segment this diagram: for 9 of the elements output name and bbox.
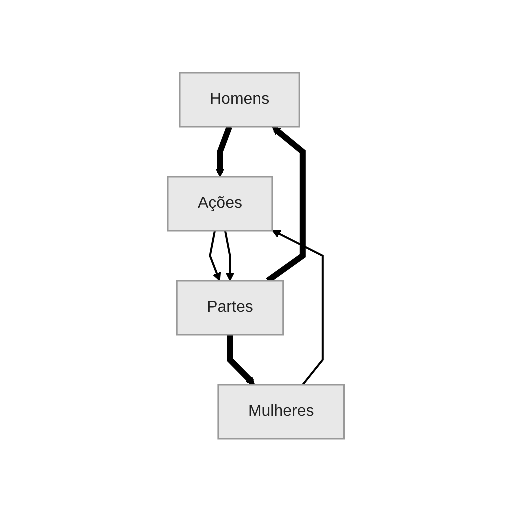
arrow: [209, 230, 221, 282]
arrow: [272, 230, 324, 386]
node-box: Homens: [179, 72, 300, 128]
arrow: [227, 335, 256, 386]
node-box: Partes: [176, 280, 284, 336]
arrow: [224, 230, 234, 282]
node-box: Mulheres: [218, 384, 345, 440]
node-box: Ações: [167, 176, 274, 232]
arrow: [216, 126, 232, 178]
